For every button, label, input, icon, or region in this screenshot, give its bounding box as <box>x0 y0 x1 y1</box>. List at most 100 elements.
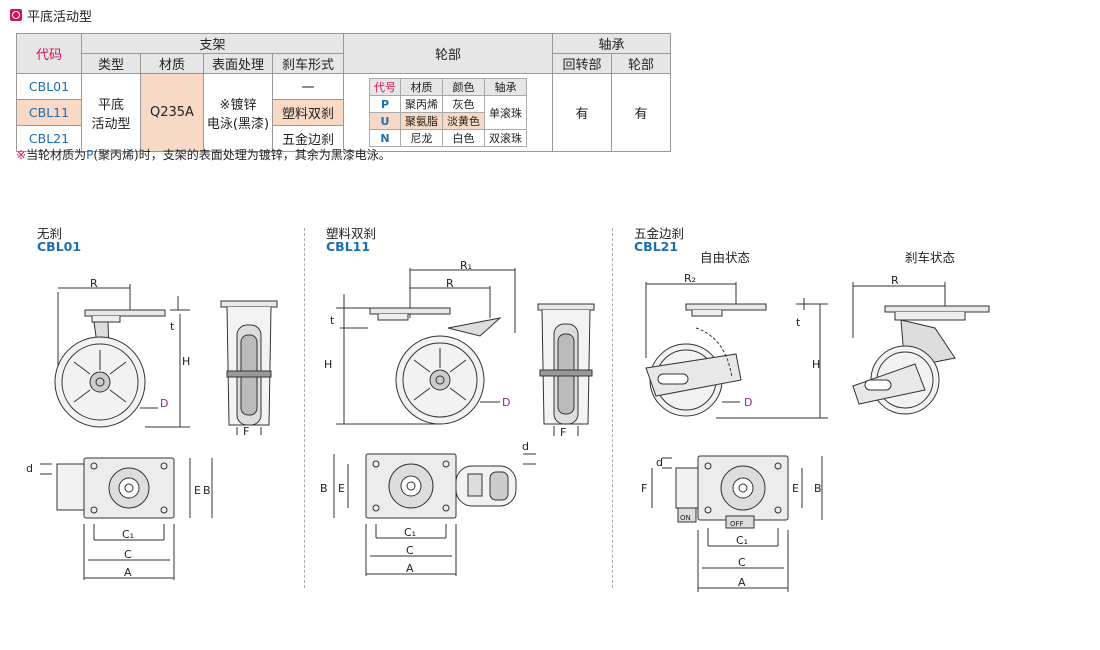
header-type: 类型 <box>81 53 141 74</box>
inner-material: 尼龙 <box>400 129 443 147</box>
dim-t: t <box>330 314 335 327</box>
dim-c1: C₁ <box>122 528 134 541</box>
header-material: 材质 <box>140 53 204 74</box>
inner-color: 灰色 <box>442 95 485 113</box>
inner-material: 聚丙烯 <box>400 95 443 113</box>
cbl11-side-view: R₁ R H t D <box>324 259 516 425</box>
inner-code: U <box>369 112 401 130</box>
on-label: ON <box>680 514 691 522</box>
brake-cell: 一 <box>272 73 344 100</box>
inner-header-bearing: 轴承 <box>484 78 527 96</box>
dim-c: C <box>738 556 746 569</box>
type-line1: 平底 <box>97 97 124 113</box>
state-free-label: 自由状态 <box>700 250 751 265</box>
surface-cell: ※镀锌 电泳(黑漆) <box>203 73 273 152</box>
cbl21-brake-side-view: R <box>852 274 990 415</box>
note-text1: 当轮材质为 <box>26 148 87 162</box>
dim-f: F <box>641 482 647 495</box>
dim-d-diameter: D <box>744 396 752 409</box>
inner-bearing: 单滚珠 <box>484 95 527 130</box>
dim-e: E <box>194 484 201 497</box>
section-divider <box>612 228 613 588</box>
dim-d-diameter: D <box>502 396 510 409</box>
inner-bearing: 双滚珠 <box>484 129 527 147</box>
header-brake: 刹车形式 <box>272 53 344 74</box>
inner-header-material: 材质 <box>400 78 443 96</box>
spec-table: 代码 支架 轮部 轴承 类型 材质 表面处理 刹车形式 回转部 轮部 CBL01… <box>16 33 671 152</box>
dim-h: H <box>812 358 820 371</box>
off-label: OFF <box>730 520 744 528</box>
section-label: 无刹 <box>37 226 63 241</box>
inner-code: P <box>369 95 401 113</box>
section-label: 塑料双刹 <box>326 226 377 241</box>
title-bullet-icon <box>10 9 22 21</box>
header-wheelpart: 轮部 <box>611 53 671 74</box>
inner-header-code: 代号 <box>369 78 401 96</box>
header-bracket: 支架 <box>81 33 344 54</box>
dim-f: F <box>560 426 566 439</box>
dim-r: R <box>90 277 98 290</box>
header-code: 代码 <box>16 33 82 74</box>
section-title: 平底活动型 <box>10 6 93 25</box>
dim-f: F <box>243 425 249 438</box>
section-divider <box>304 228 305 588</box>
brake-cell: 五金边刹 <box>272 125 344 152</box>
code-cell: CBL11 <box>16 99 82 126</box>
header-wheel: 轮部 <box>343 33 553 74</box>
cbl01-front-view: F <box>220 300 278 438</box>
inner-header-color: 颜色 <box>442 78 485 96</box>
dim-t: t <box>170 320 175 333</box>
state-brake-label: 刹车状态 <box>905 250 956 265</box>
surface-line1: ※镀锌 <box>219 97 257 113</box>
dim-t: t <box>796 316 801 329</box>
dim-r: R <box>446 277 454 290</box>
dim-c1: C₁ <box>736 534 748 547</box>
wheel-cell: 代号 材质 颜色 轴承 P 聚丙烯 灰色 单滚珠 U 聚氨脂 淡黄色 N <box>343 73 553 152</box>
section-code: CBL11 <box>326 239 371 254</box>
brake-cell: 塑料双刹 <box>272 99 344 126</box>
header-surface: 表面处理 <box>203 53 273 74</box>
note-p: P <box>86 148 94 162</box>
surface-line2: 电泳(黑漆) <box>206 116 270 132</box>
type-line2: 活动型 <box>91 116 131 132</box>
dim-b: B <box>320 482 328 495</box>
dim-e: E <box>792 482 799 495</box>
footnote: ※当轮材质为P(聚丙烯)时，支架的表面处理为镀锌，其余为黑漆电泳。 <box>16 146 391 163</box>
inner-code: N <box>369 129 401 147</box>
dim-d-small: d <box>656 456 663 469</box>
wheelpart-value: 有 <box>611 73 671 152</box>
title-text: 平底活动型 <box>27 9 93 25</box>
dim-d-small: d <box>522 440 529 453</box>
dim-b: B <box>203 484 211 497</box>
code-cell: CBL21 <box>16 125 82 152</box>
dim-a: A <box>406 562 414 575</box>
dim-h: H <box>182 355 190 368</box>
dim-c: C <box>406 544 414 557</box>
cbl01-top-view: d E B C₁ C A <box>26 457 213 580</box>
dim-r1: R₁ <box>460 259 472 272</box>
section-code: CBL01 <box>37 239 82 254</box>
note-text2: (聚丙烯)时，支架的表面处理为镀锌，其余为黑漆电泳。 <box>93 148 391 162</box>
dim-r: R <box>891 274 899 287</box>
dim-d-diameter: D <box>160 397 168 410</box>
dim-h: H <box>324 358 332 371</box>
cbl21-free-side-view: R₂ H t D <box>645 272 828 419</box>
dim-b: B <box>814 482 822 495</box>
header-bearing: 轴承 <box>552 33 671 54</box>
wheel-inner-table: 代号 材质 颜色 轴承 P 聚丙烯 灰色 单滚珠 U 聚氨脂 淡黄色 N <box>369 78 527 147</box>
swivel-value: 有 <box>552 73 612 152</box>
inner-color: 淡黄色 <box>442 112 485 130</box>
material-cell: Q235A <box>140 73 204 152</box>
cbl21-top-view: d F E B ON OFF C₁ C A <box>641 455 823 592</box>
cbl01-side-view: R H t D <box>54 277 190 428</box>
dim-r2: R₂ <box>684 272 696 285</box>
cbl11-top-view: d B E C₁ C A <box>320 440 536 576</box>
dim-a: A <box>738 576 746 589</box>
dim-c: C <box>124 548 132 561</box>
dim-a: A <box>124 566 132 579</box>
section-code: CBL21 <box>634 239 679 254</box>
header-swivel: 回转部 <box>552 53 612 74</box>
code-cell: CBL01 <box>16 73 82 100</box>
inner-material: 聚氨脂 <box>400 112 443 130</box>
cbl11-front-view: F <box>537 303 595 439</box>
